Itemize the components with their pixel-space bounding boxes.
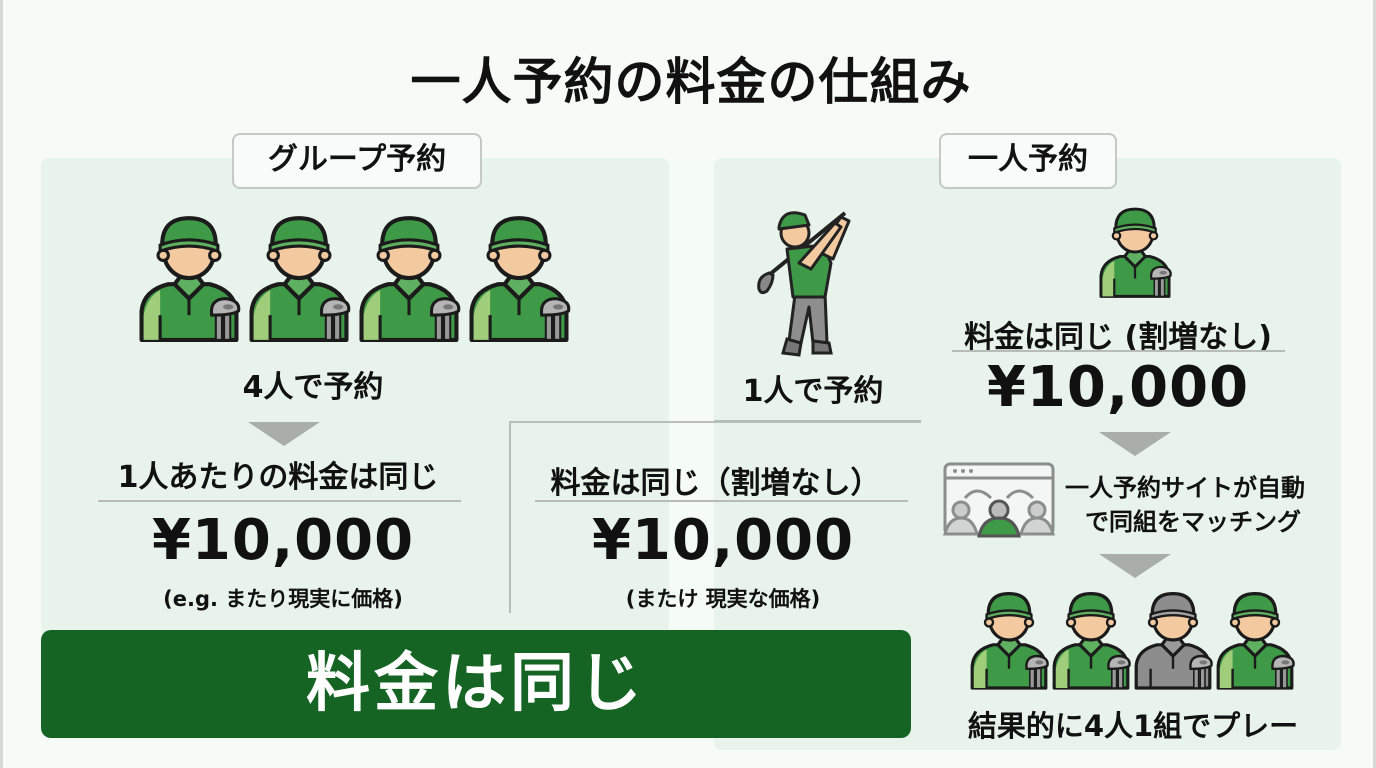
result-caption: 結果的に4人1組でプレー <box>967 709 1299 743</box>
middle-heading: 料金は同じ（割増なし） <box>550 466 881 501</box>
middle-note: (またけ 現実な価格) <box>625 587 821 611</box>
divider <box>98 500 461 502</box>
golfer-icon <box>1098 204 1172 300</box>
matching-text-line1: 一人予約サイトが自動 <box>1065 474 1305 502</box>
matched-golfer-icon <box>1133 588 1213 692</box>
middle-price: ¥10,000 <box>591 508 855 573</box>
page-title: 一人予約の料金の仕組み <box>410 53 972 111</box>
golfer-icon <box>467 212 571 344</box>
down-arrow-icon <box>1099 432 1171 456</box>
group-reservation-panel <box>41 158 669 636</box>
same-price-banner: 料金は同じ <box>41 630 911 738</box>
down-arrow-icon <box>1099 554 1171 578</box>
tab-group-reservation: グループ予約 <box>232 133 482 189</box>
down-arrow-icon <box>248 422 320 446</box>
group-note: (e.g. またり現実に価格) <box>163 587 403 611</box>
golfer-icon <box>969 588 1049 692</box>
group-caption: 4人で予約 <box>242 370 384 405</box>
matching-site-icon <box>943 462 1057 538</box>
solo-heading: 料金は同じ (割増なし) <box>964 320 1272 355</box>
divider <box>714 420 921 422</box>
solo-price: ¥10,000 <box>986 355 1250 420</box>
golfer-icon <box>137 212 241 344</box>
group-price: ¥10,000 <box>151 508 415 573</box>
group-heading: 1人あたりの料金は同じ <box>117 460 439 495</box>
group-golfers <box>137 212 571 344</box>
swinging-golfer-icon <box>751 203 863 361</box>
solo-swing-caption: 1人で予約 <box>742 374 884 409</box>
divider <box>535 500 908 502</box>
matching-text-line2: で同組をマッチング <box>1085 508 1301 536</box>
panel-gap <box>671 160 714 630</box>
tab-solo-reservation: 一人予約 <box>939 133 1117 189</box>
divider <box>952 350 1285 352</box>
middle-price-box <box>509 421 921 613</box>
golfer-icon <box>357 212 461 344</box>
golfer-icon <box>1215 588 1295 692</box>
golfer-icon <box>1051 588 1131 692</box>
golfer-icon <box>247 212 351 344</box>
result-golfers <box>969 588 1295 692</box>
